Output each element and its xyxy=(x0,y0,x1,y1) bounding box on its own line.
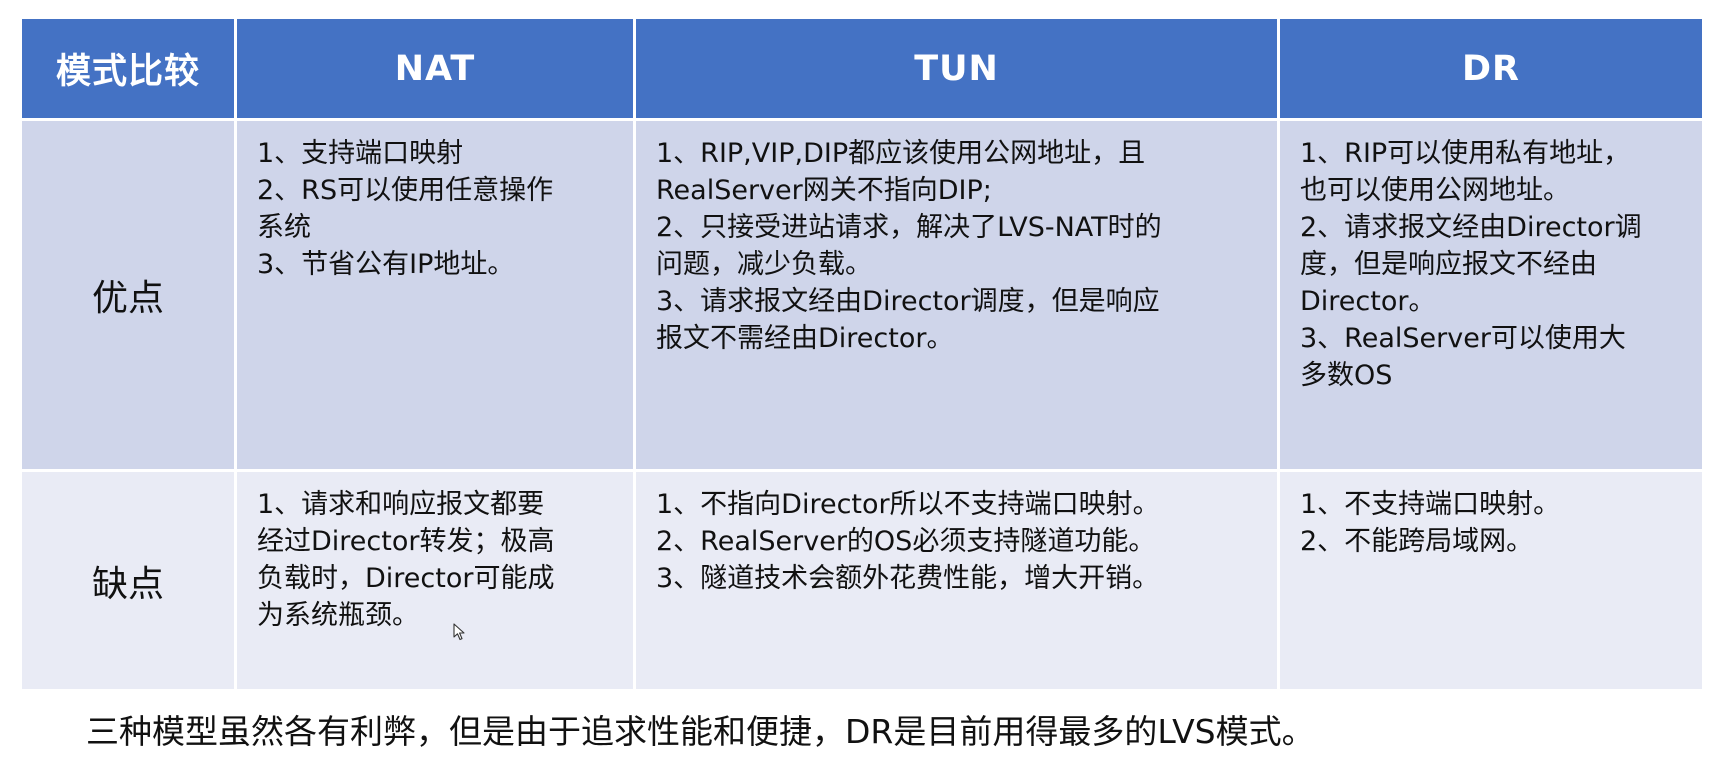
disadvantages-nat-cell: 1、请求和响应报文都要 经过Director转发；极高 负载时，Director… xyxy=(237,472,633,689)
header-nat: NAT xyxy=(237,19,633,118)
cell-line: RealServer网关不指向DIP; xyxy=(656,175,992,206)
header-tun: TUN xyxy=(636,19,1277,118)
cell-line: 1、支持端口映射 xyxy=(257,138,464,169)
cell-line: 2、RealServer的OS必须支持隧道功能。 xyxy=(656,526,1156,557)
comparison-table: 模式比较 NAT TUN DR 优点 1、支持端口映射 2、RS可以使用任意操作… xyxy=(22,19,1702,689)
row-label-advantages: 优点 xyxy=(22,121,234,469)
cell-line: 多数OS xyxy=(1300,360,1393,391)
summary-note: 三种模型虽然各有利弊，但是由于追求性能和便捷，DR是目前用得最多的LVS模式。 xyxy=(86,712,1315,751)
advantages-tun-cell: 1、RIP,VIP,DIP都应该使用公网地址，且 RealServer网关不指向… xyxy=(636,121,1277,469)
cell-line: 1、RIP,VIP,DIP都应该使用公网地址，且 xyxy=(656,138,1146,169)
cell-line: Director。 xyxy=(1300,286,1436,317)
row-label-disadvantages: 缺点 xyxy=(22,472,234,689)
header-dr: DR xyxy=(1280,19,1702,118)
cell-line: 3、节省公有IP地址。 xyxy=(257,249,515,280)
cell-line: 度，但是响应报文不经由 xyxy=(1300,249,1597,280)
cell-line: 2、请求报文经由Director调 xyxy=(1300,212,1642,243)
disadvantages-tun-cell: 1、不指向Director所以不支持端口映射。 2、RealServer的OS必… xyxy=(636,472,1277,689)
cell-line: 3、隧道技术会额外花费性能，增大开销。 xyxy=(656,563,1160,594)
cell-line: 负载时，Director可能成 xyxy=(257,563,555,594)
cell-line: 1、RIP可以使用私有地址， xyxy=(1300,138,1631,169)
advantages-nat-cell: 1、支持端口映射 2、RS可以使用任意操作 系统 3、节省公有IP地址。 xyxy=(237,121,633,469)
cell-line: 也可以使用公网地址。 xyxy=(1300,175,1570,206)
cell-line: 经过Director转发；极高 xyxy=(257,526,555,557)
cell-line: 3、RealServer可以使用大 xyxy=(1300,323,1626,354)
cell-line: 3、请求报文经由Director调度，但是响应 xyxy=(656,286,1160,317)
header-mode-compare: 模式比较 xyxy=(22,19,234,118)
cell-line: 报文不需经由Director。 xyxy=(656,323,954,354)
cell-line: 2、只接受进站请求，解决了LVS-NAT时的 xyxy=(656,212,1162,243)
disadvantages-dr-cell: 1、不支持端口映射。 2、不能跨局域网。 xyxy=(1280,472,1702,689)
advantages-dr-cell: 1、RIP可以使用私有地址， 也可以使用公网地址。 2、请求报文经由Direct… xyxy=(1280,121,1702,469)
cell-line: 问题，减少负载。 xyxy=(656,249,872,280)
cell-line: 1、不指向Director所以不支持端口映射。 xyxy=(656,489,1160,520)
cell-line: 2、RS可以使用任意操作 xyxy=(257,175,554,206)
cell-line: 系统 xyxy=(257,212,311,243)
mouse-pointer-icon xyxy=(453,623,465,641)
cell-line: 为系统瓶颈。 xyxy=(257,600,419,631)
cell-line: 2、不能跨局域网。 xyxy=(1300,526,1534,557)
cell-line: 1、请求和响应报文都要 xyxy=(257,489,545,520)
cell-line: 1、不支持端口映射。 xyxy=(1300,489,1561,520)
